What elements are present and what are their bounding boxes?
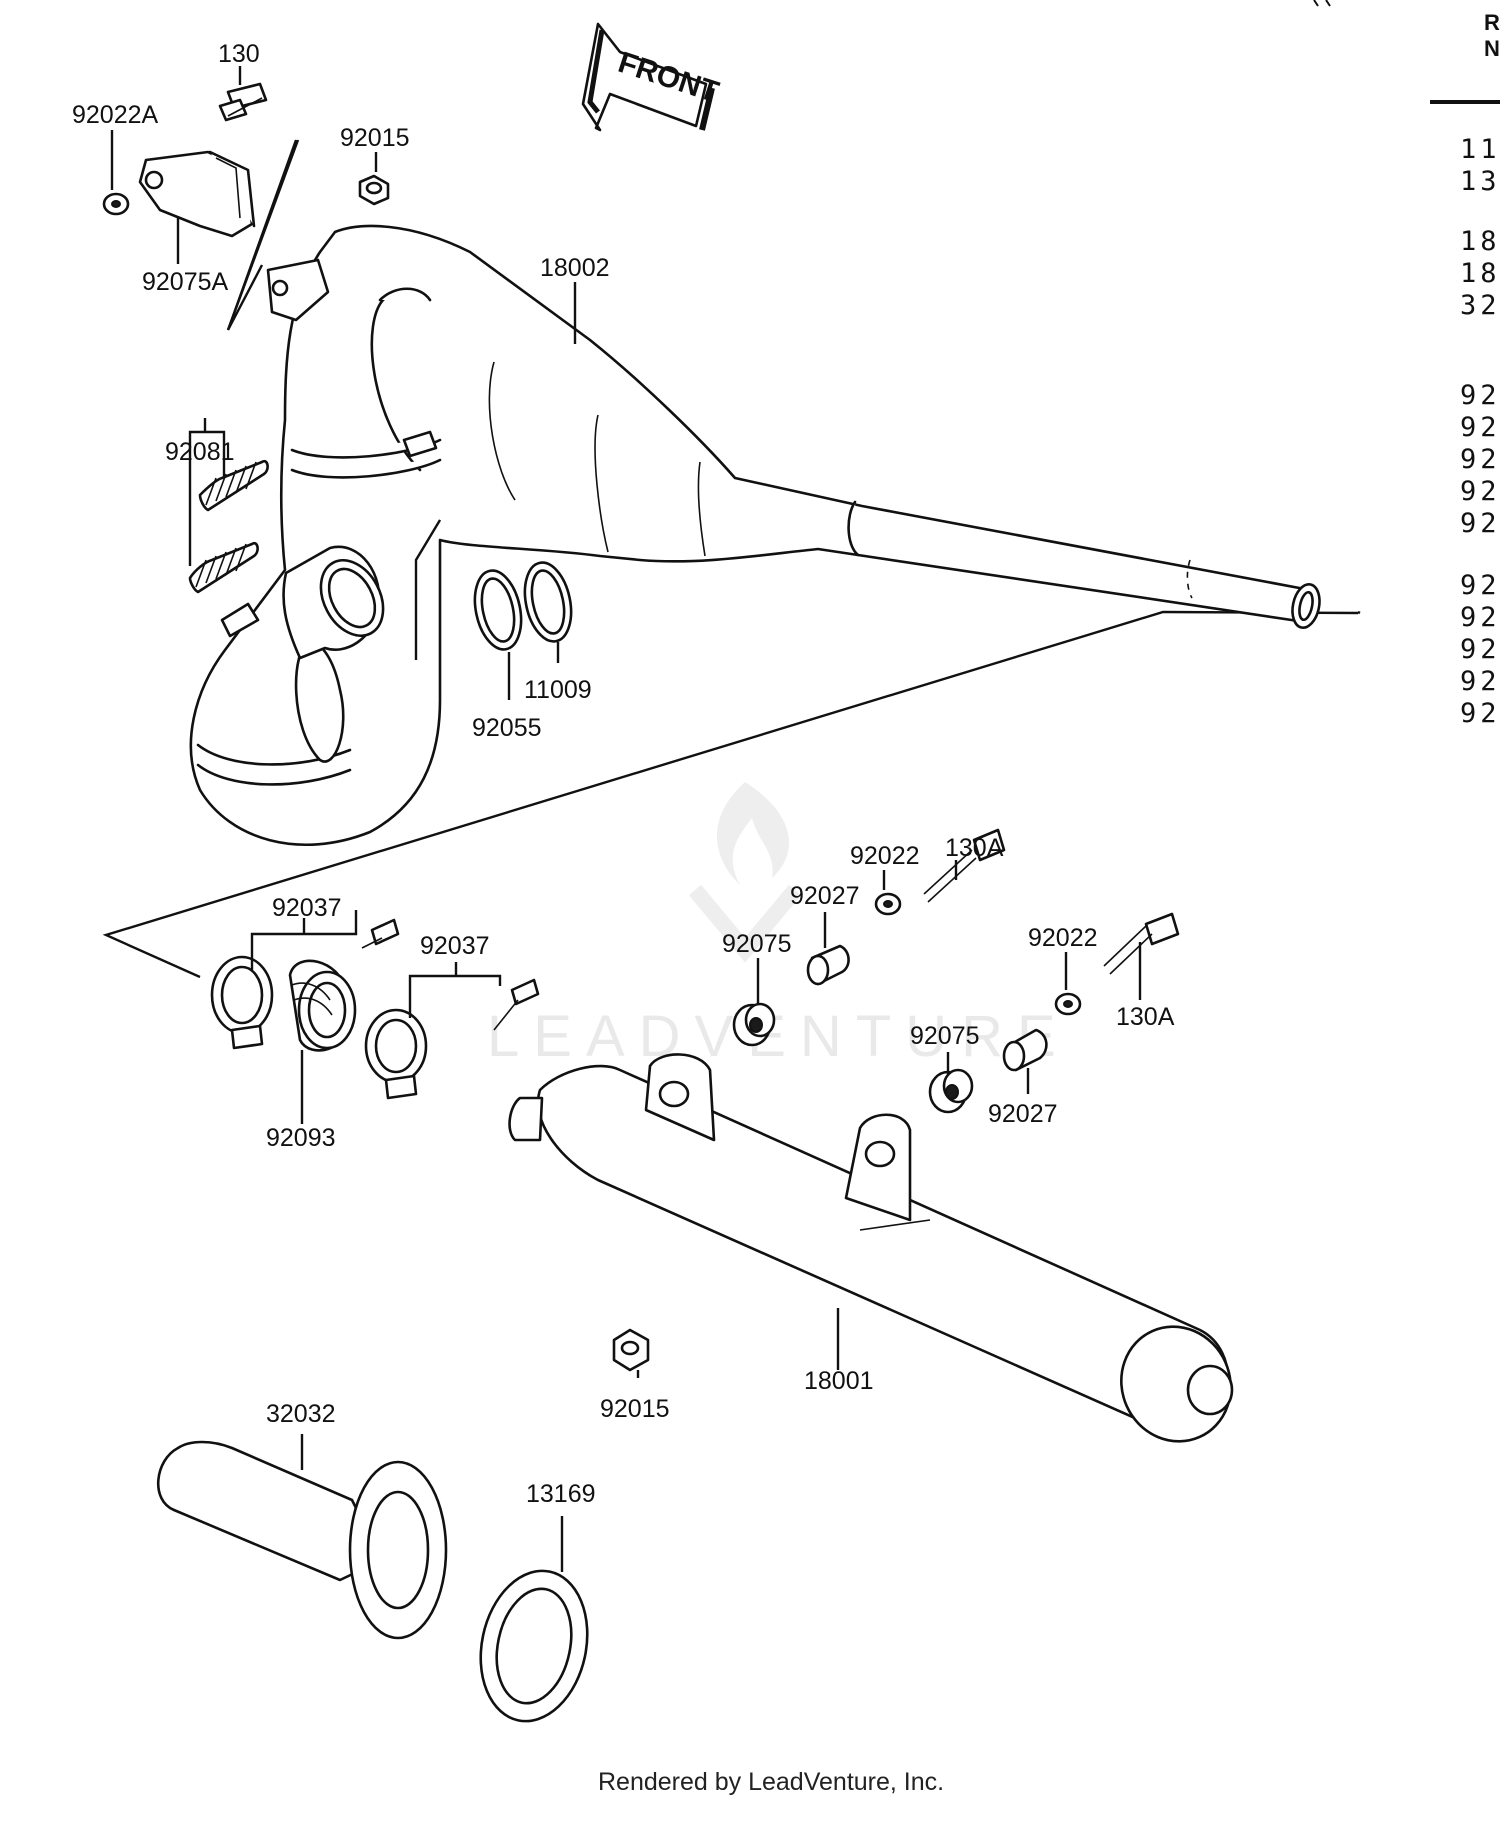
callout-labels: 130 92022A 92015 92075A 18002 92081 9205… [72,40,1175,1508]
bolt-130A-right [1103,912,1180,975]
bolt-130A-top [923,828,1006,903]
callout-32032: 32032 [266,1400,336,1428]
gasket-11009 [523,561,573,643]
callout-92075A: 92075A [142,268,229,296]
callout-92037-left: 92037 [272,894,342,922]
legend-header-line2: N [1484,36,1500,61]
callout-18002: 18002 [540,254,610,282]
springs-92081 [188,459,269,594]
legend-row: 92 [1460,508,1500,539]
leadventure-watermark: LEADVENTURE [487,782,1070,1069]
callout-18001: 18001 [804,1367,874,1395]
spark-arrester-32032 [157,1440,448,1640]
grommet-92075-mid [928,1068,974,1114]
legend-header-line1: R [1484,10,1500,35]
expansion-chamber-18002 [189,224,1321,846]
legend-row: 92 [1460,634,1500,665]
nut-92015-bottom [612,1328,650,1372]
callout-92022-right: 92022 [1028,924,1098,952]
watermark-text: LEADVENTURE [487,1004,1070,1069]
collar-92027-top [806,944,850,986]
callout-130: 130 [218,40,260,68]
legend-row: 92 [1460,698,1500,729]
legend-row: 92 [1460,412,1500,443]
footer-credit: Rendered by LeadVenture, Inc. [598,1768,944,1796]
front-arrow: FRONT [581,22,723,132]
inlet-reference-line [414,519,442,660]
callout-130A-right: 130A [1116,1003,1175,1031]
gasket-13169 [479,1569,589,1723]
nut-92015-top [358,174,390,206]
callout-92022-top: 92022 [850,842,920,870]
callout-92037-right: 92037 [420,932,490,960]
washer-92022-right [1054,992,1082,1016]
top-edge-mark [1313,0,1331,7]
callout-92022A: 92022A [72,101,159,129]
grommet-92075-top [732,1002,776,1047]
callout-leaders [110,66,1142,1572]
callout-92015-top: 92015 [340,124,410,152]
callout-130A-top: 130A [945,834,1004,862]
legend-row: 18 [1460,258,1500,289]
assembly-divider-tip [1357,610,1361,615]
callout-92015-bottom: 92015 [600,1395,670,1423]
callout-92055: 92055 [472,714,542,742]
callout-92075-top: 92075 [722,930,792,958]
bracket-92075A [138,139,300,331]
callout-92081: 92081 [165,438,235,466]
clamp-92037-left [210,918,400,1050]
legend-row: 92 [1460,602,1500,633]
bolt-130 [218,82,268,122]
callout-11009: 11009 [524,676,592,704]
callout-92093: 92093 [266,1124,336,1152]
legend-row: 18 [1460,226,1500,257]
callout-92027-top: 92027 [790,882,860,910]
washer-92022A [102,192,130,216]
legend-row: 92 [1460,570,1500,601]
clamp-92037-right [364,978,540,1100]
washer-92022-top [874,892,902,916]
callout-13169: 13169 [526,1480,596,1508]
muffler-18001 [508,1053,1234,1443]
legend-row: 13 [1460,166,1500,197]
callout-92075-mid: 92075 [910,1022,980,1050]
ring-92055 [473,569,523,651]
legend-row: 92 [1460,666,1500,697]
callout-92027-mid: 92027 [988,1100,1058,1128]
parts-legend: R N 11 13 18 18 32 92 92 92 92 92 92 92 … [1430,10,1500,729]
legend-row: 92 [1460,444,1500,475]
legend-row: 92 [1460,476,1500,507]
coupler-92093 [288,959,357,1052]
legend-row: 32 [1460,290,1500,321]
legend-row: 11 [1460,134,1500,165]
legend-row: 92 [1460,380,1500,411]
collar-92027-mid [1002,1028,1048,1072]
